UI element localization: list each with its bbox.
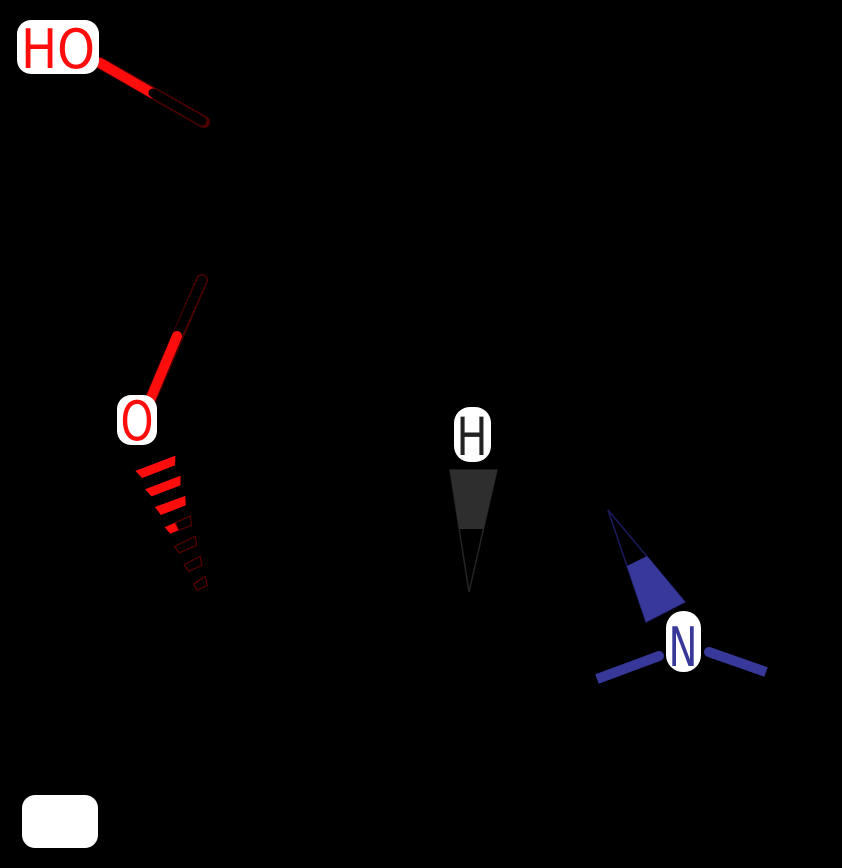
hash-mark-dark bbox=[183, 555, 203, 573]
hash-mark-dark bbox=[192, 575, 209, 592]
amine-nitrogen-label-group: N bbox=[666, 611, 701, 679]
blank-label-patch bbox=[22, 795, 98, 848]
amine-nitrogen-label: N bbox=[669, 616, 698, 679]
stereo-hydrogen-label: H bbox=[457, 407, 488, 468]
solid-wedge-bond-hydrogen bbox=[449, 469, 498, 593]
bond-hydroxyl-to-carbon bbox=[94, 57, 210, 128]
label-halo bbox=[117, 395, 157, 445]
bond-carbon-to-ether-oxygen bbox=[142, 274, 208, 411]
ether-oxygen-label-group: O bbox=[117, 390, 157, 453]
bond-oxygen-half bbox=[143, 331, 182, 410]
hash-mark-dark bbox=[173, 535, 198, 554]
bond-nitrogen-half bbox=[595, 651, 661, 684]
stereo-hydrogen-label-group: H bbox=[454, 407, 491, 468]
label-halo bbox=[666, 611, 701, 672]
hash-mark-dark bbox=[174, 515, 192, 532]
hash-mark bbox=[154, 495, 186, 515]
bond-oxygen-half bbox=[95, 58, 157, 98]
n-methyl-bond-left bbox=[595, 651, 664, 684]
solid-wedge-bond-nitrogen bbox=[607, 509, 687, 624]
n-methyl-bond-right bbox=[704, 647, 768, 677]
label-halo bbox=[17, 20, 99, 74]
bond-carbon-half bbox=[148, 88, 207, 126]
bond-nitrogen-half bbox=[707, 647, 768, 677]
ether-oxygen-label: O bbox=[121, 390, 154, 453]
wedge-nitrogen-half bbox=[627, 556, 685, 622]
label-halo bbox=[454, 407, 491, 462]
hydroxyl-group-label: HO bbox=[17, 18, 99, 81]
hash-mark bbox=[164, 522, 179, 534]
wedge-hydrogen-half bbox=[450, 470, 497, 529]
hashed-wedge-bond bbox=[135, 455, 209, 592]
hash-mark bbox=[135, 455, 176, 478]
hash-mark bbox=[145, 475, 181, 497]
hydroxyl-label: HO bbox=[21, 18, 95, 81]
bond-carbon-half bbox=[172, 275, 207, 341]
